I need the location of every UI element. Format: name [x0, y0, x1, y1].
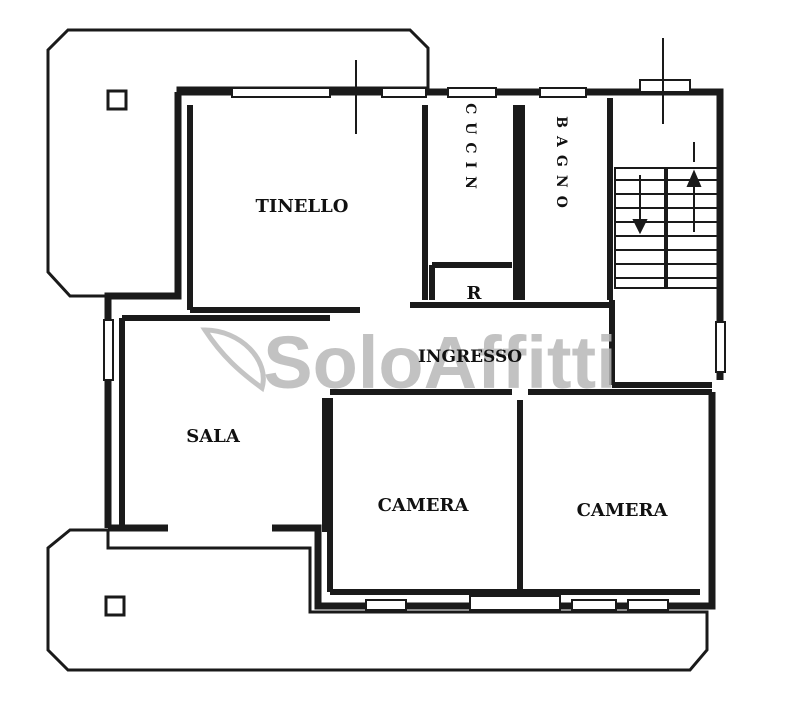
- watermark-swoosh-icon: [200, 327, 266, 393]
- room-label-cucina: CUCIN: [462, 103, 478, 197]
- watermark: SoloAffitti: [200, 321, 617, 404]
- windows: [103, 79, 726, 611]
- room-label-bagno: BAGNO: [553, 116, 569, 216]
- room-label-tinello: TINELLO: [256, 196, 349, 217]
- watermark-text: SoloAffitti: [263, 321, 616, 404]
- balcony-planter-bottom: [104, 595, 126, 617]
- room-label-camera-1: CAMERA: [378, 495, 470, 516]
- balcony-planter-top: [106, 89, 128, 111]
- room-label-ingresso: INGRESSO: [418, 347, 522, 367]
- room-label-sala: SALA: [186, 426, 241, 447]
- balcony-bottom-left: [46, 528, 709, 672]
- staircase: [355, 38, 720, 289]
- interior-walls: [119, 98, 712, 595]
- room-label-camera-2: CAMERA: [577, 500, 669, 521]
- balcony-top-left: [46, 28, 430, 298]
- room-label-ripostiglio: R: [467, 283, 483, 304]
